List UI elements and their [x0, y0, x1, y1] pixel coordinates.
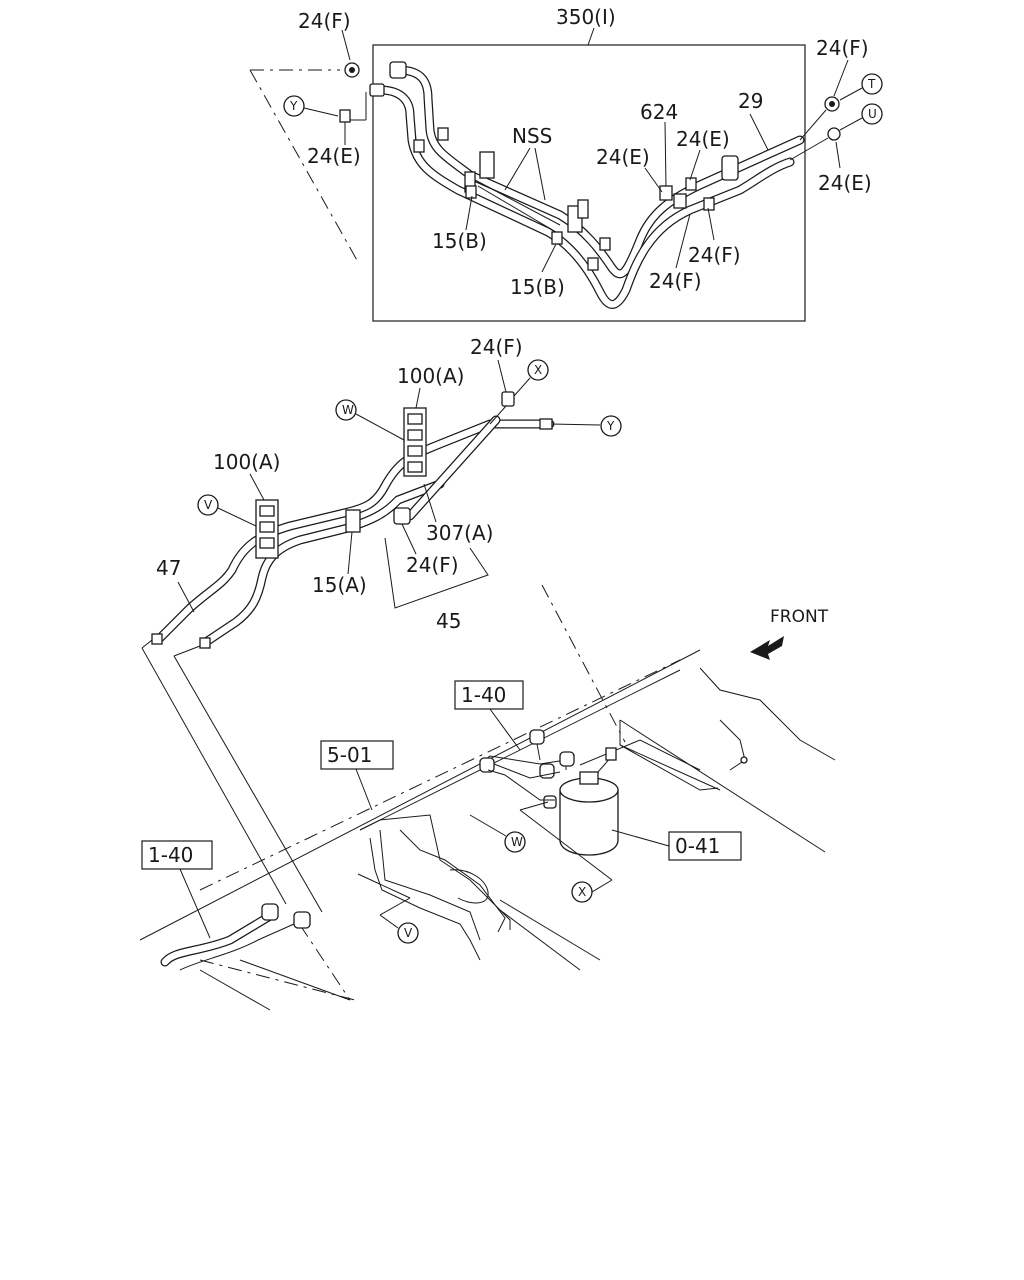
- leader: [749, 113, 769, 151]
- label-45: 45: [436, 609, 461, 633]
- detail-box: [372, 44, 806, 322]
- fitting-24e-top-left: [339, 92, 367, 145]
- leader: [504, 147, 531, 191]
- callout-v-low: V: [357, 873, 419, 944]
- ref-box-1-40-top: 1-40: [454, 680, 524, 751]
- label-24e: 24(E): [596, 145, 650, 169]
- callout-t: T: [839, 73, 883, 101]
- label-24f: 24(F): [470, 335, 523, 359]
- leader: [415, 387, 421, 409]
- label-24f: 24(F): [298, 9, 351, 33]
- label-15a: 15(A): [312, 573, 367, 597]
- label-24f: 24(F): [816, 36, 869, 60]
- svg-text:5-01: 5-01: [327, 743, 372, 767]
- chassis-frame: [139, 584, 836, 1011]
- label-350-i: 350(I): [556, 5, 616, 29]
- fitting-24e-right: [789, 127, 841, 161]
- label-24f: 24(F): [688, 243, 741, 267]
- leader: [587, 27, 595, 46]
- callout-w-low: W: [469, 814, 526, 853]
- svg-text:V: V: [404, 926, 413, 940]
- leader: [401, 523, 417, 555]
- leader: [664, 121, 667, 187]
- dash-leader: [249, 69, 359, 263]
- callout-u: U: [839, 103, 883, 131]
- leader: [644, 167, 663, 193]
- label-29: 29: [738, 89, 763, 113]
- label-100a: 100(A): [213, 450, 280, 474]
- top-pipe-assembly: [369, 61, 805, 309]
- svg-text:W: W: [342, 403, 354, 417]
- svg-text:V: V: [204, 498, 213, 512]
- label-front: FRONT: [770, 607, 829, 627]
- label-nss: NSS: [512, 124, 552, 148]
- label-307a: 307(A): [426, 521, 493, 545]
- svg-text:Y: Y: [606, 419, 615, 433]
- callout-x-mid: X: [513, 359, 549, 397]
- svg-text:T: T: [867, 77, 876, 91]
- svg-text:0-41: 0-41: [675, 834, 720, 858]
- callout-x-low: X: [519, 801, 613, 903]
- ref-box-1-40-bottom: 1-40: [141, 840, 213, 939]
- leader: [249, 473, 265, 501]
- label-24e: 24(E): [676, 127, 730, 151]
- callout-w-mid: W: [335, 399, 405, 441]
- fuel-filter: [479, 729, 619, 856]
- callout-v-mid: V: [197, 494, 257, 527]
- svg-text:U: U: [868, 107, 877, 121]
- callout-y-mid: Y: [600, 415, 622, 437]
- leader: [707, 207, 715, 241]
- callout-y-top: Y: [283, 95, 339, 117]
- label-624: 624: [640, 100, 678, 124]
- leader: [835, 141, 841, 169]
- svg-text:1-40: 1-40: [148, 843, 193, 867]
- svg-text:X: X: [534, 363, 542, 377]
- svg-text:X: X: [578, 885, 586, 899]
- label-24e: 24(E): [818, 171, 872, 195]
- leader: [675, 213, 691, 269]
- leader: [833, 59, 849, 97]
- leader: [689, 149, 701, 181]
- leader: [465, 195, 473, 231]
- front-arrow-icon: [750, 636, 784, 660]
- label-24f: 24(F): [406, 553, 459, 577]
- svg-text:1-40: 1-40: [461, 683, 506, 707]
- label-100a: 100(A): [397, 364, 464, 388]
- middle-pipe-assembly: [151, 391, 601, 649]
- ref-box-0-41: 0-41: [611, 829, 742, 861]
- svg-text:Y: Y: [289, 99, 298, 113]
- leader: [423, 483, 437, 523]
- bottom-fittings: [160, 903, 311, 971]
- fitting-24f-top-left: [341, 29, 360, 78]
- fitting-24f-top-right: [799, 96, 840, 141]
- label-15b: 15(B): [510, 275, 565, 299]
- leader: [141, 647, 287, 905]
- leader: [541, 243, 557, 273]
- bracket-45: [384, 537, 489, 609]
- leader: [173, 645, 201, 657]
- leader: [534, 147, 546, 201]
- label-24f: 24(F): [649, 269, 702, 293]
- leader: [177, 581, 195, 613]
- leader: [497, 359, 507, 393]
- ref-box-5-01: 5-01: [320, 740, 394, 811]
- svg-text:W: W: [511, 835, 523, 849]
- leader: [141, 639, 153, 649]
- label-47: 47: [156, 556, 181, 580]
- leader: [173, 655, 323, 913]
- leader: [347, 531, 353, 575]
- label-24e: 24(E): [307, 144, 361, 168]
- label-15b: 15(B): [432, 229, 487, 253]
